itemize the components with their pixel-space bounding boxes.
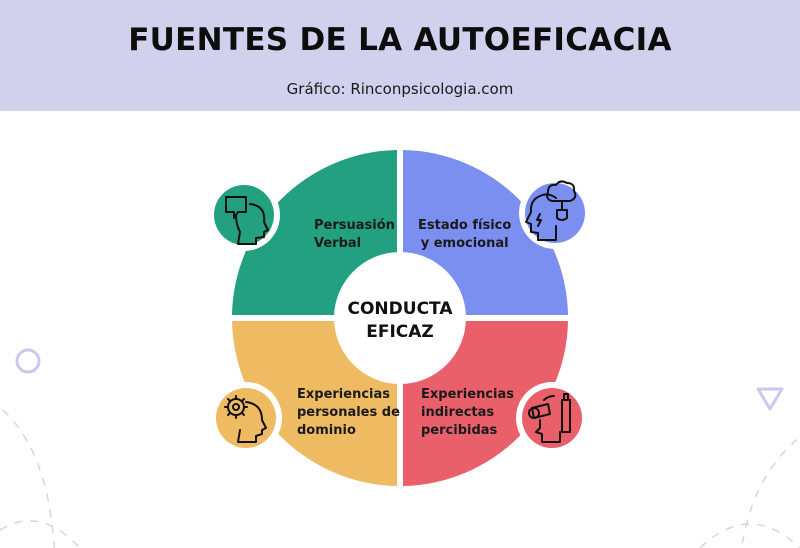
head-gear-icon [210,382,282,454]
circle-outline-decoration [15,348,41,374]
center-label-line: CONDUCTA [347,299,453,319]
dashed-arc-decoration [0,406,56,548]
label-line: personales de [297,405,400,420]
label-line: Experiencias [421,387,514,402]
label-line: indirectas [421,405,495,420]
dashed-arc-decoration [0,520,81,548]
head-binoculars-icon [516,382,588,454]
quadrant-label-estado-fisico: Estado físico y emocional [418,217,511,253]
label-line: dominio [297,423,356,438]
source-credit: Gráfico: Rinconpsicologia.com [286,80,514,98]
page-title: FUENTES DE LA AUTOEFICACIA [128,22,672,58]
head-cloud-plug-icon [519,177,591,249]
label-line: Verbal [314,236,362,251]
label-line: Estado físico [418,218,512,233]
center-label-line: EFICAZ [366,322,434,342]
header-banner: FUENTES DE LA AUTOEFICACIA Gráfico: Rinc… [0,0,800,111]
dashed-arc-decoration [740,436,800,548]
decorations [0,348,800,548]
center-label: CONDUCTA EFICAZ [330,298,470,344]
label-line: y emocional [420,236,509,251]
label-line: Persuasión [314,218,395,233]
triangle-outline-decoration [756,387,784,411]
speech-bubble-head-icon [208,179,280,251]
label-line: percibidas [421,423,498,438]
quadrant-label-experiencias-indirectas: Experiencias indirectas percibidas [421,386,514,440]
center-circle [334,252,466,384]
dashed-arc-decoration [699,523,800,548]
label-line: Experiencias [297,387,390,402]
quadrant-label-experiencias-personales: Experiencias personales de dominio [297,386,400,440]
quadrant-label-persuasion-verbal: Persuasión Verbal [314,217,395,253]
